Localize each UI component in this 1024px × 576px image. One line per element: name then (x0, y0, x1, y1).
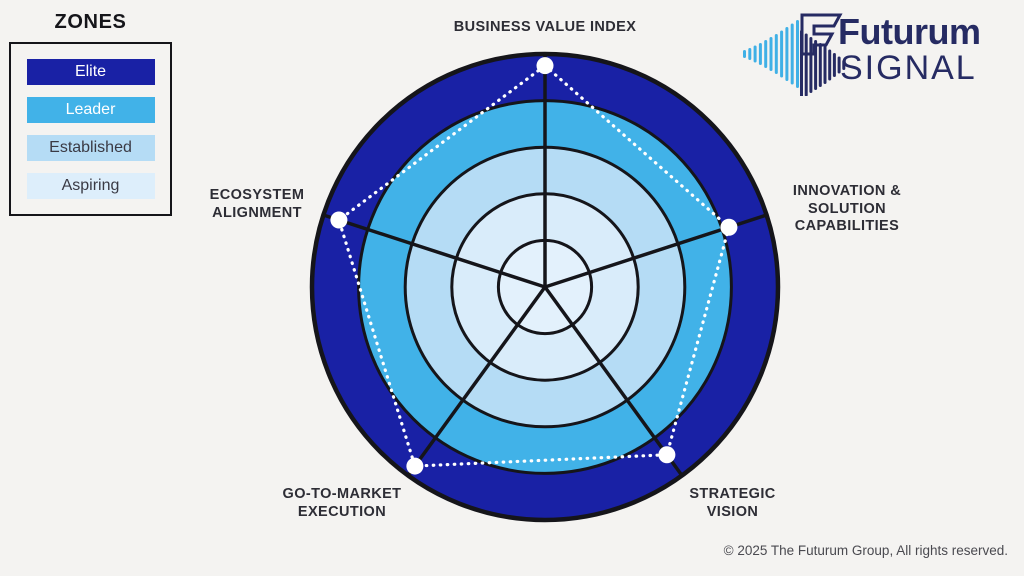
logo-wave-bar (774, 34, 778, 74)
zones-legend-box: Elite Leader Established Aspiring (9, 42, 172, 216)
zone-swatch-aspiring: Aspiring (26, 173, 155, 199)
radar-series-point-2 (658, 446, 676, 464)
logo-wave-bar (758, 43, 762, 65)
axis-label-ecosystem-alignment: ECOSYSTEM ALIGNMENT (209, 187, 305, 221)
axis-label-business-value-index: BUSINESS VALUE INDEX (453, 19, 637, 35)
radar-spoke-2 (543, 285, 684, 477)
radar-series-outline (337, 63, 731, 468)
logo-wave-bar (837, 56, 841, 74)
axis-label-go-to-market-execution: GO-TO-MARKET EXECUTION (282, 486, 402, 520)
logo-brand-name: Futurum (838, 11, 981, 52)
copyright-notice: © 2025 The Futurum Group, All rights res… (723, 543, 1008, 558)
logo-wave-bar (818, 43, 822, 87)
zone-swatch-leader: Leader (26, 97, 155, 123)
zone-swatch-established: Established (26, 135, 155, 161)
futurum-signal-logo-icon (743, 13, 846, 96)
radar-series-point-0 (536, 57, 554, 75)
logo-wave-bar (743, 50, 746, 58)
radar-series-point-1 (720, 218, 738, 236)
radar-spoke-3 (406, 285, 547, 477)
logo-wave-bar (842, 60, 846, 70)
logo-f-glyph (800, 13, 843, 56)
logo-wave-bar (796, 20, 799, 88)
radar-chart (300, 42, 790, 532)
logo-wave-bar (753, 45, 757, 63)
axis-label-innovation-solution-capabilities: INNOVATION & SOLUTION CAPABILITIES (792, 183, 902, 235)
zone-swatch-elite: Elite (26, 59, 155, 85)
zones-legend-title: ZONES (54, 11, 127, 33)
logo-wave-bar (809, 37, 813, 93)
axis-label-strategic-vision: STRATEGIC VISION (689, 486, 776, 520)
logo-wave-bar (785, 27, 789, 81)
logo-wave-bar (769, 37, 773, 71)
logo-wave-bar (790, 23, 794, 85)
radar-series-point-4 (330, 211, 348, 229)
logo-product-name: SIGNAL (840, 49, 977, 87)
logo-wave-bar (828, 49, 832, 81)
logo-wave-bar (804, 33, 808, 96)
logo-wave-bar (764, 40, 768, 68)
radar-spoke-4 (322, 213, 546, 289)
radar-chart-svg (309, 51, 781, 523)
logo-wave-bar (780, 30, 784, 78)
logo-wave-bar (823, 46, 827, 84)
logo-wave-bar (748, 48, 752, 60)
radar-series-point-3 (406, 457, 424, 475)
logo-wave-bar (832, 53, 836, 77)
